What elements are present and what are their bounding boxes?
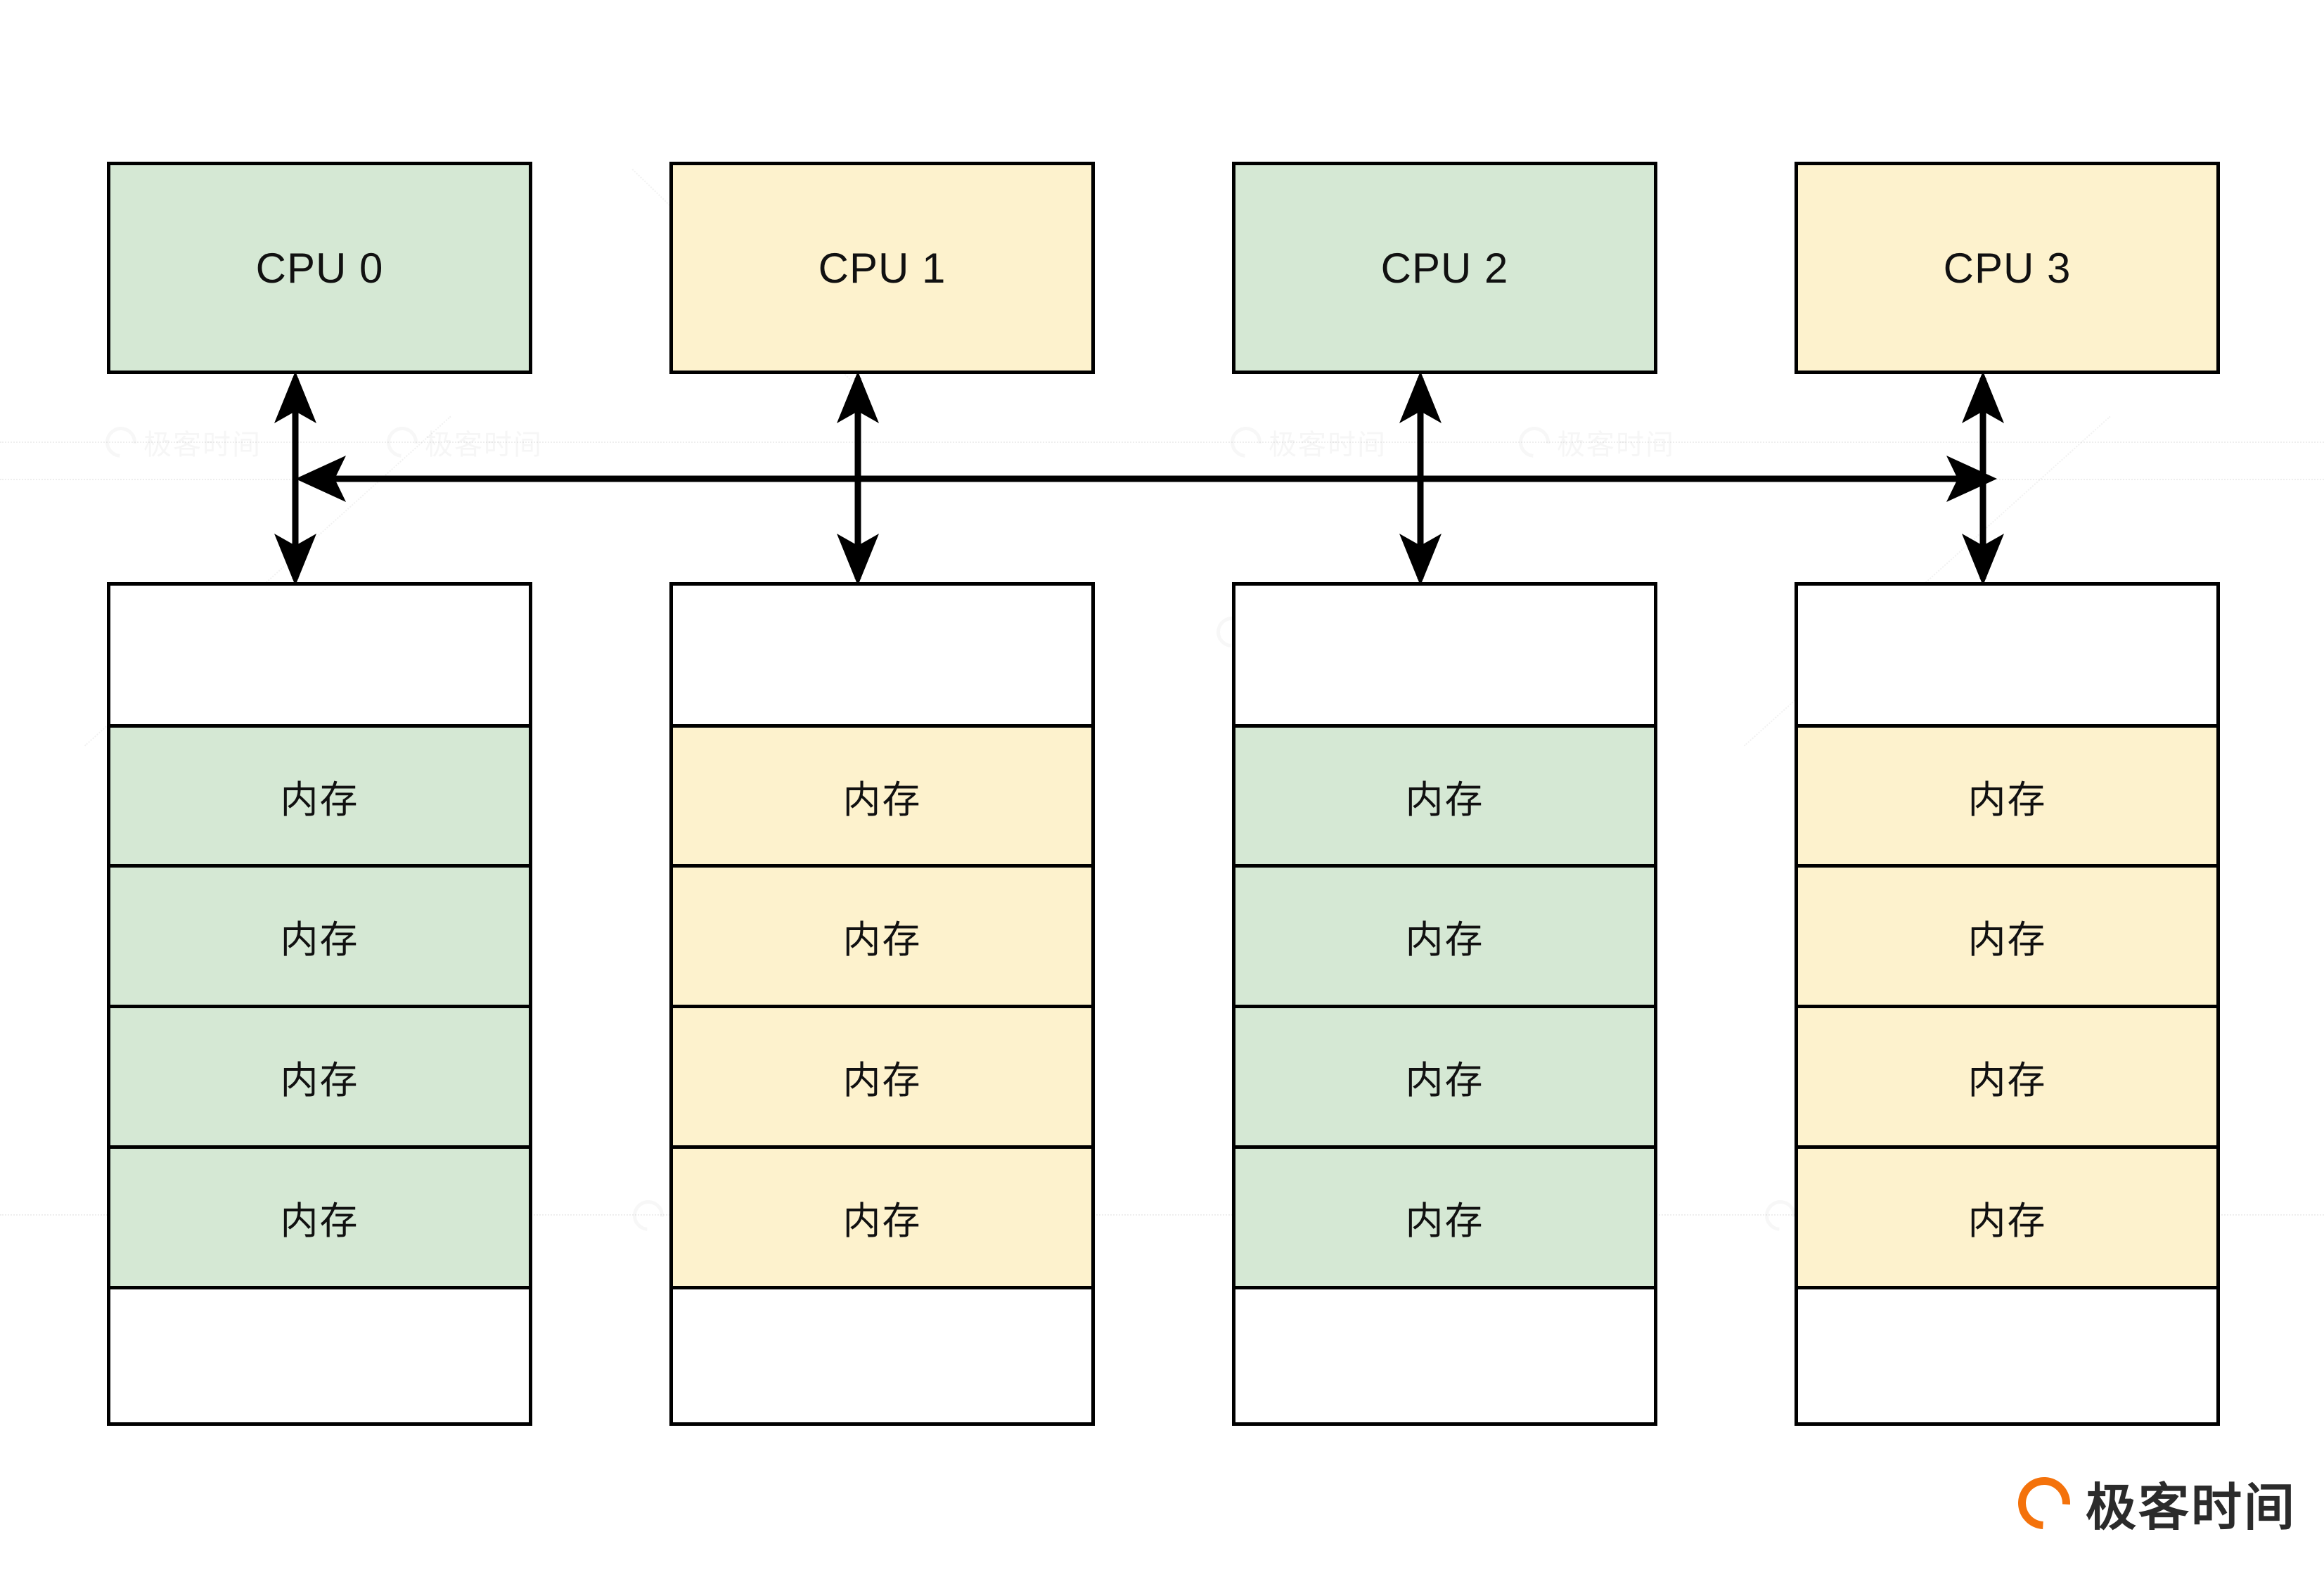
- watermark-text: 极客时间: [143, 429, 262, 461]
- memory-cell[interactable]: 内存: [1798, 1149, 2216, 1289]
- memory-cell[interactable]: 内存: [110, 1008, 529, 1149]
- cpu-label: CPU 1: [818, 244, 946, 292]
- memory-cell-label: 内存: [280, 1058, 359, 1102]
- memory-cell[interactable]: 内存: [1235, 1149, 1654, 1289]
- memory-cell[interactable]: [1235, 586, 1654, 728]
- memory-cell-label: 内存: [842, 917, 922, 962]
- memory-cell[interactable]: [1798, 1289, 2216, 1422]
- memory-cell[interactable]: 内存: [1798, 1008, 2216, 1149]
- cpu-memory-arrow-2: [1399, 371, 1442, 586]
- cpu-label: CPU 0: [255, 244, 384, 292]
- memory-cell[interactable]: 内存: [1235, 728, 1654, 868]
- brand-name: 极客时间: [2086, 1478, 2297, 1537]
- cpu-box-1[interactable]: CPU 1: [669, 162, 1095, 374]
- memory-cell[interactable]: [110, 586, 529, 728]
- memory-column-0[interactable]: 内存 内存 内存 内存: [107, 582, 532, 1426]
- memory-cell-label: 内存: [842, 1058, 922, 1102]
- memory-cell[interactable]: [1235, 1289, 1654, 1422]
- memory-cell[interactable]: [1798, 586, 2216, 728]
- memory-cell[interactable]: 内存: [110, 868, 529, 1008]
- memory-cell-label: 内存: [280, 777, 359, 822]
- memory-cell-label: 内存: [1967, 917, 2047, 962]
- cpu-box-0[interactable]: CPU 0: [107, 162, 532, 374]
- geekbang-logo-icon: [2007, 1466, 2081, 1540]
- interconnect-bus-arrow: [295, 456, 1997, 502]
- memory-cell-label: 内存: [842, 1199, 922, 1243]
- memory-cell[interactable]: 内存: [1235, 868, 1654, 1008]
- cpu-memory-arrow-0: [274, 371, 316, 586]
- watermark-logo-icon: [99, 420, 143, 464]
- memory-cell-label: 内存: [1405, 1058, 1484, 1102]
- memory-column-1[interactable]: 内存 内存 内存 内存: [669, 582, 1095, 1426]
- memory-cell-label: 内存: [1405, 777, 1484, 822]
- cpu-box-3[interactable]: CPU 3: [1795, 162, 2220, 374]
- memory-cell[interactable]: 内存: [1798, 868, 2216, 1008]
- memory-column-3[interactable]: 内存 内存 内存 内存: [1795, 582, 2220, 1426]
- memory-cell[interactable]: [673, 1289, 1091, 1422]
- memory-cell[interactable]: 内存: [1798, 728, 2216, 868]
- memory-cell[interactable]: 内存: [1235, 1008, 1654, 1149]
- memory-cell[interactable]: 内存: [673, 1149, 1091, 1289]
- memory-cell-label: 内存: [1967, 777, 2047, 822]
- memory-cell[interactable]: [110, 1289, 529, 1422]
- memory-cell-label: 内存: [842, 777, 922, 822]
- memory-cell-label: 内存: [1405, 917, 1484, 962]
- watermark-logo-icon: [627, 1194, 670, 1237]
- cpu-memory-arrow-3: [1962, 371, 2004, 586]
- memory-cell[interactable]: 内存: [673, 868, 1091, 1008]
- memory-cell[interactable]: 内存: [110, 1149, 529, 1289]
- cpu-memory-arrow-1: [837, 371, 879, 586]
- memory-cell[interactable]: 内存: [110, 728, 529, 868]
- brand-logo: 极客时间: [2007, 1466, 2297, 1540]
- watermark: 极客时间: [99, 420, 262, 464]
- memory-cell-label: 内存: [280, 917, 359, 962]
- cpu-label: CPU 3: [1943, 244, 2072, 292]
- memory-column-2[interactable]: 内存 内存 内存 内存: [1232, 582, 1657, 1426]
- memory-cell[interactable]: 内存: [673, 728, 1091, 868]
- cpu-label: CPU 2: [1380, 244, 1509, 292]
- memory-cell-label: 内存: [280, 1199, 359, 1243]
- memory-cell[interactable]: [673, 586, 1091, 728]
- memory-cell-label: 内存: [1967, 1058, 2047, 1102]
- memory-cell-label: 内存: [1967, 1199, 2047, 1243]
- cpu-box-2[interactable]: CPU 2: [1232, 162, 1657, 374]
- memory-cell[interactable]: 内存: [673, 1008, 1091, 1149]
- memory-cell-label: 内存: [1405, 1199, 1484, 1243]
